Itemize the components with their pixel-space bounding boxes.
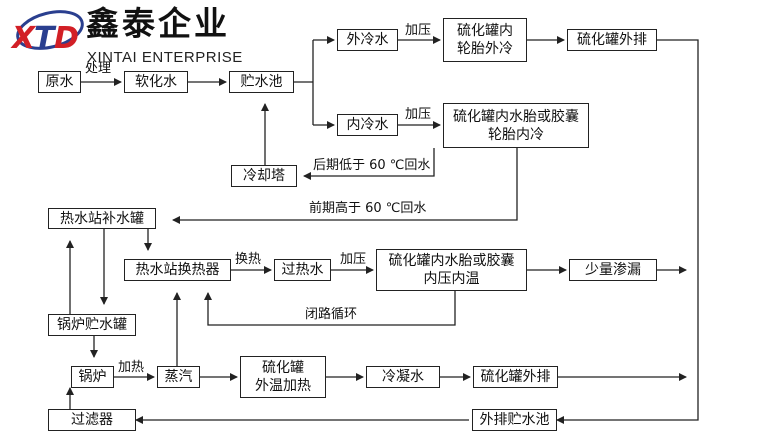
node-small-leak: 少量渗漏 [569,259,657,281]
node-tank-tire-outer-cold: 硫化罐内 轮胎外冷 [443,18,527,62]
node-cooling-tower: 冷却塔 [231,165,297,187]
node-tank-bladder-pressure-temp: 硫化罐内水胎或胶囊 内压内温 [376,249,527,291]
node-tank-discharge-top: 硫化罐外排 [567,29,657,51]
label-pressurize-2: 加压 [405,107,432,122]
node-inner-cold-water: 内冷水 [337,114,398,136]
node-raw-water: 原水 [38,71,81,93]
xtd-logo-mark: X T D [10,10,84,56]
label-late-return: 后期低于 60 ℃回水 [313,158,431,173]
label-heating: 加热 [118,360,145,375]
node-boiler-storage-tank: 锅炉贮水罐 [48,314,136,336]
node-hot-station-makeup-tank: 热水站补水罐 [48,208,156,229]
company-name-cn: 鑫泰企业 [86,4,230,43]
label-closed-loop: 闭路循环 [305,307,358,322]
svg-text:D: D [54,21,79,56]
node-condensate: 冷凝水 [366,366,440,388]
label-treatment: 处理 [85,61,112,76]
node-tank-bladder-inner-cold: 硫化罐内水胎或胶囊 轮胎内冷 [443,103,589,148]
node-soft-water: 软化水 [124,71,188,93]
label-heat-exchange: 换热 [235,252,262,267]
node-storage-pool: 贮水池 [229,71,294,93]
label-pressurize-3: 加压 [340,252,367,267]
node-superheated-water: 过热水 [274,259,331,281]
label-pressurize-1: 加压 [405,23,432,38]
node-hot-station-exchanger: 热水站换热器 [124,259,231,281]
node-steam: 蒸汽 [157,366,200,388]
edge-early-return [172,148,518,224]
label-early-return: 前期高于 60 ℃回水 [309,201,427,216]
node-tank-discharge-bottom: 硫化罐外排 [473,366,558,388]
svg-text:X: X [10,21,37,56]
edge-closed-loop [204,291,456,326]
node-tank-outer-heating: 硫化罐 外温加热 [240,356,326,398]
node-filter: 过滤器 [48,409,136,431]
node-discharge-storage-pool: 外排贮水池 [472,409,557,431]
company-name-en: XINTAI ENTERPRISE [87,49,243,66]
edge-late-return [303,148,435,180]
node-outer-cold-water: 外冷水 [337,29,398,51]
svg-text:T: T [34,21,57,56]
edge-discharge-down-to-pool [556,39,699,424]
node-boiler: 锅炉 [71,366,114,388]
